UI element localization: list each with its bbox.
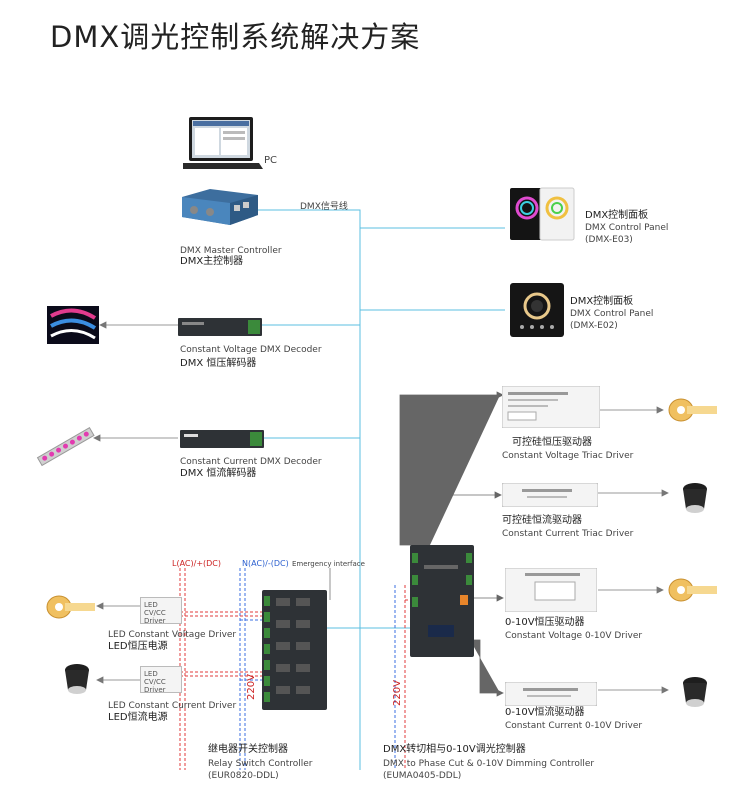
cc-triac-label-cn: 可控硅恒流驱动器 bbox=[502, 515, 582, 526]
downlight-icon bbox=[65, 664, 89, 694]
voltage-label-right: 220V bbox=[392, 680, 403, 706]
led-tape-reel-icon bbox=[46, 595, 95, 619]
cv-010-label-en: Constant Voltage 0-10V Driver bbox=[505, 631, 643, 641]
phase-model: (EUMA0405-DDL) bbox=[383, 771, 462, 781]
relay-label-en: Relay Switch Controller bbox=[208, 759, 313, 769]
panel2-label-cn: DMX控制面板 bbox=[570, 296, 634, 307]
n-line-label: N(AC)/-(DC) bbox=[242, 559, 289, 568]
led-cv-label-cn: LED恒压电源 bbox=[108, 641, 168, 652]
cv-decoder-label-cn: DMX 恒压解码器 bbox=[180, 358, 257, 369]
laptop-icon bbox=[183, 117, 263, 169]
master-label-en: DMX Master Controller bbox=[180, 246, 282, 256]
cc-triac-label-en: Constant Current Triac Driver bbox=[502, 529, 634, 539]
dmx-line-label: DMX信号线 bbox=[300, 202, 348, 212]
touch-panel-icon bbox=[510, 187, 575, 241]
phase-label-cn: DMX转切相与0-10V调光控制器 bbox=[383, 744, 526, 755]
pc-label: PC bbox=[264, 155, 278, 166]
cv-decoder-icon bbox=[178, 318, 262, 336]
triac-cv-driver-icon bbox=[502, 386, 600, 428]
led-cc-label-cn: LED恒流电源 bbox=[108, 712, 168, 723]
led-tape-reel-icon bbox=[668, 398, 717, 422]
led-cc-label-en: LED Constant Current Driver bbox=[108, 701, 237, 711]
driver-box-cv-text: LED CV/CC Driver bbox=[144, 601, 166, 625]
phase-outputs bbox=[399, 391, 504, 697]
panel1-model: (DMX-E03) bbox=[585, 235, 633, 245]
cv-triac-label-cn: 可控硅恒压驱动器 bbox=[512, 437, 592, 448]
dmx-master-controller-icon bbox=[182, 189, 258, 225]
led-cv-driver-box: LED CV/CC Driver bbox=[140, 597, 182, 625]
cv-triac-label-en: Constant Voltage Triac Driver bbox=[502, 451, 634, 461]
led-cv-label-en: LED Constant Voltage Driver bbox=[108, 630, 237, 640]
master-label-cn: DMX主控制器 bbox=[180, 256, 244, 267]
cc-010-label-cn: 0-10V恒流驱动器 bbox=[505, 707, 585, 718]
cc-decoder-label-cn: DMX 恒流解码器 bbox=[180, 468, 257, 479]
downlight-icon bbox=[683, 483, 707, 513]
led-tape-reel-icon bbox=[668, 578, 717, 602]
relay-label-cn: 继电器开关控制器 bbox=[208, 744, 288, 755]
panel2-label-en: DMX Control Panel bbox=[570, 309, 654, 319]
driver-box-cc-text: LED CV/CC Driver bbox=[144, 670, 166, 694]
cv-decoder-label-en: Constant Voltage DMX Decoder bbox=[180, 345, 322, 355]
cc-decoder-label-en: Constant Current DMX Decoder bbox=[180, 457, 322, 467]
cc-decoder-icon bbox=[180, 430, 264, 448]
relay-controller-icon bbox=[262, 590, 327, 710]
l-line-label: L(AC)/+(DC) bbox=[172, 559, 222, 568]
panel2-model: (DMX-E02) bbox=[570, 321, 618, 331]
phase-label-en: DMX to Phase Cut & 0-10V Dimming Control… bbox=[383, 759, 595, 769]
panel1-label-en: DMX Control Panel bbox=[585, 223, 669, 233]
led-cc-driver-box: LED CV/CC Driver bbox=[140, 666, 182, 694]
output-arrows bbox=[93, 321, 669, 694]
panel1-label-cn: DMX控制面板 bbox=[585, 210, 649, 221]
triac-cc-driver-icon bbox=[502, 483, 598, 507]
page-title: DMX调光控制系统解决方案 bbox=[50, 20, 421, 54]
emergency-label: Emergency interface bbox=[292, 560, 365, 568]
wall-washer-icon bbox=[36, 426, 95, 467]
led-strip-icon bbox=[47, 306, 99, 344]
touch-panel-icon bbox=[510, 283, 564, 337]
cc-010-driver-icon bbox=[505, 682, 597, 706]
phase-cut-controller-icon bbox=[410, 545, 474, 657]
relay-model: (EUR0820-DDL) bbox=[208, 771, 279, 781]
cv-010-driver-icon bbox=[505, 568, 597, 612]
voltage-label-left: 220V bbox=[246, 674, 257, 700]
cc-010-label-en: Constant Current 0-10V Driver bbox=[505, 721, 643, 731]
downlight-icon bbox=[683, 677, 707, 707]
cv-010-label-cn: 0-10V恒压驱动器 bbox=[505, 617, 585, 628]
